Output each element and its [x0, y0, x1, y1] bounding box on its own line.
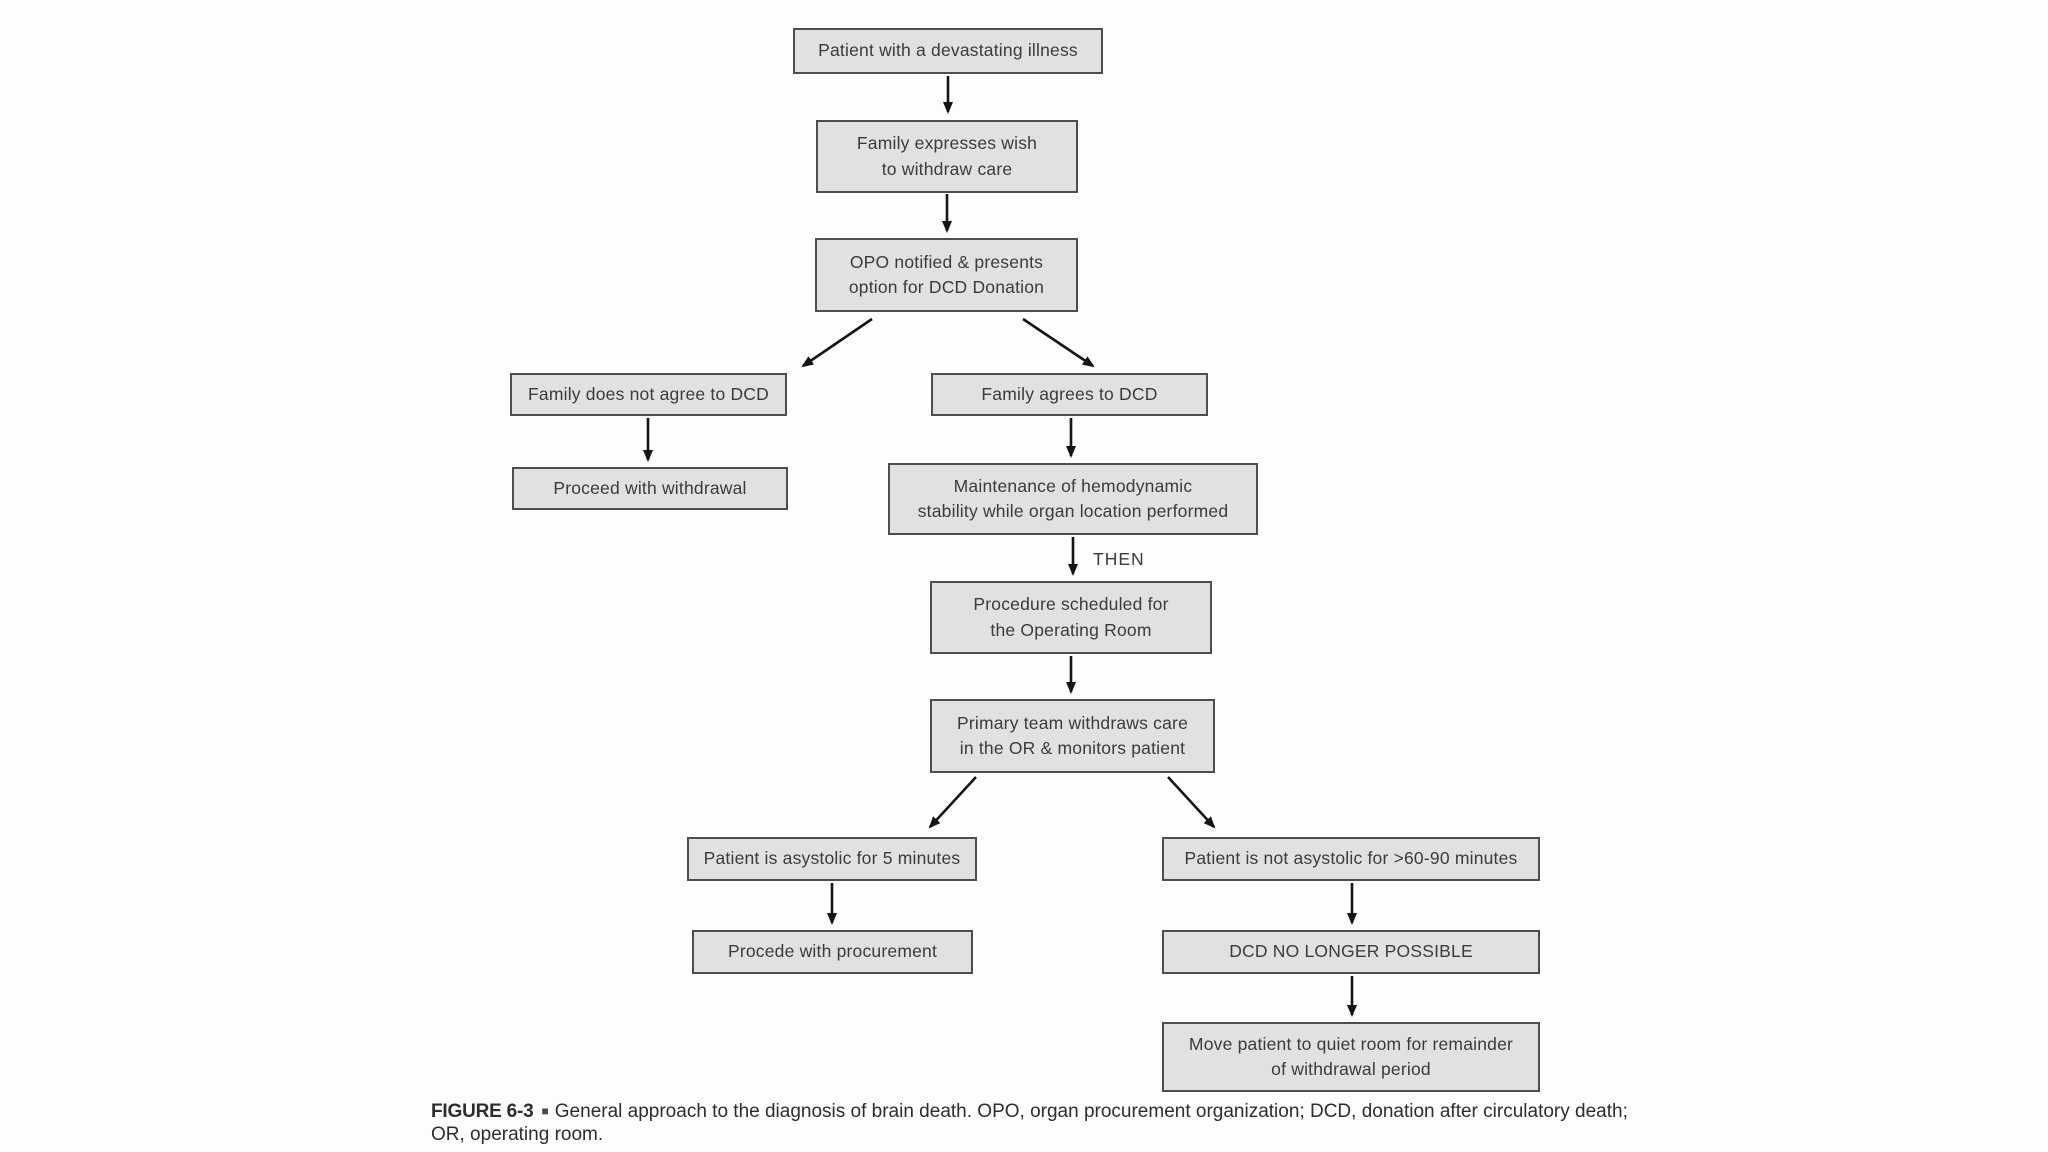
node-primary-team-withdraws: Primary team withdraws care in the OR & …: [930, 699, 1215, 773]
arrow: [801, 317, 873, 368]
node-move-quiet-room: Move patient to quiet room for remainder…: [1162, 1022, 1540, 1092]
figure-caption-text: General approach to the diagnosis of bra…: [431, 1101, 1628, 1146]
then-label: THEN: [1093, 549, 1145, 569]
arrow: [1022, 317, 1095, 368]
node-opo-notified: OPO notified & presents option for DCD D…: [815, 238, 1078, 312]
node-procede-procurement: Procede with procurement: [692, 930, 973, 974]
node-not-asystolic-60-90: Patient is not asystolic for >60-90 minu…: [1162, 837, 1540, 881]
figure-caption: FIGURE 6-3 ■General approach to the diagn…: [431, 1100, 1659, 1146]
figure-caption-number: FIGURE 6-3: [431, 1101, 534, 1122]
node-proceed-withdrawal: Proceed with withdrawal: [512, 467, 788, 510]
caption-square-icon: ■: [541, 1104, 549, 1118]
arrow: [1167, 776, 1216, 829]
node-procedure-scheduled: Procedure scheduled for the Operating Ro…: [930, 581, 1212, 654]
node-asystolic-5-minutes: Patient is asystolic for 5 minutes: [687, 837, 977, 881]
node-family-agrees: Family agrees to DCD: [931, 373, 1208, 416]
node-family-wish-withdraw: Family expresses wish to withdraw care: [816, 120, 1078, 193]
node-dcd-no-longer-possible: DCD NO LONGER POSSIBLE: [1162, 930, 1540, 974]
arrow: [928, 776, 977, 829]
node-maintenance-stability: Maintenance of hemodynamic stability whi…: [888, 463, 1258, 535]
node-patient-devastating-illness: Patient with a devastating illness: [793, 28, 1103, 74]
node-family-not-agree: Family does not agree to DCD: [510, 373, 787, 416]
